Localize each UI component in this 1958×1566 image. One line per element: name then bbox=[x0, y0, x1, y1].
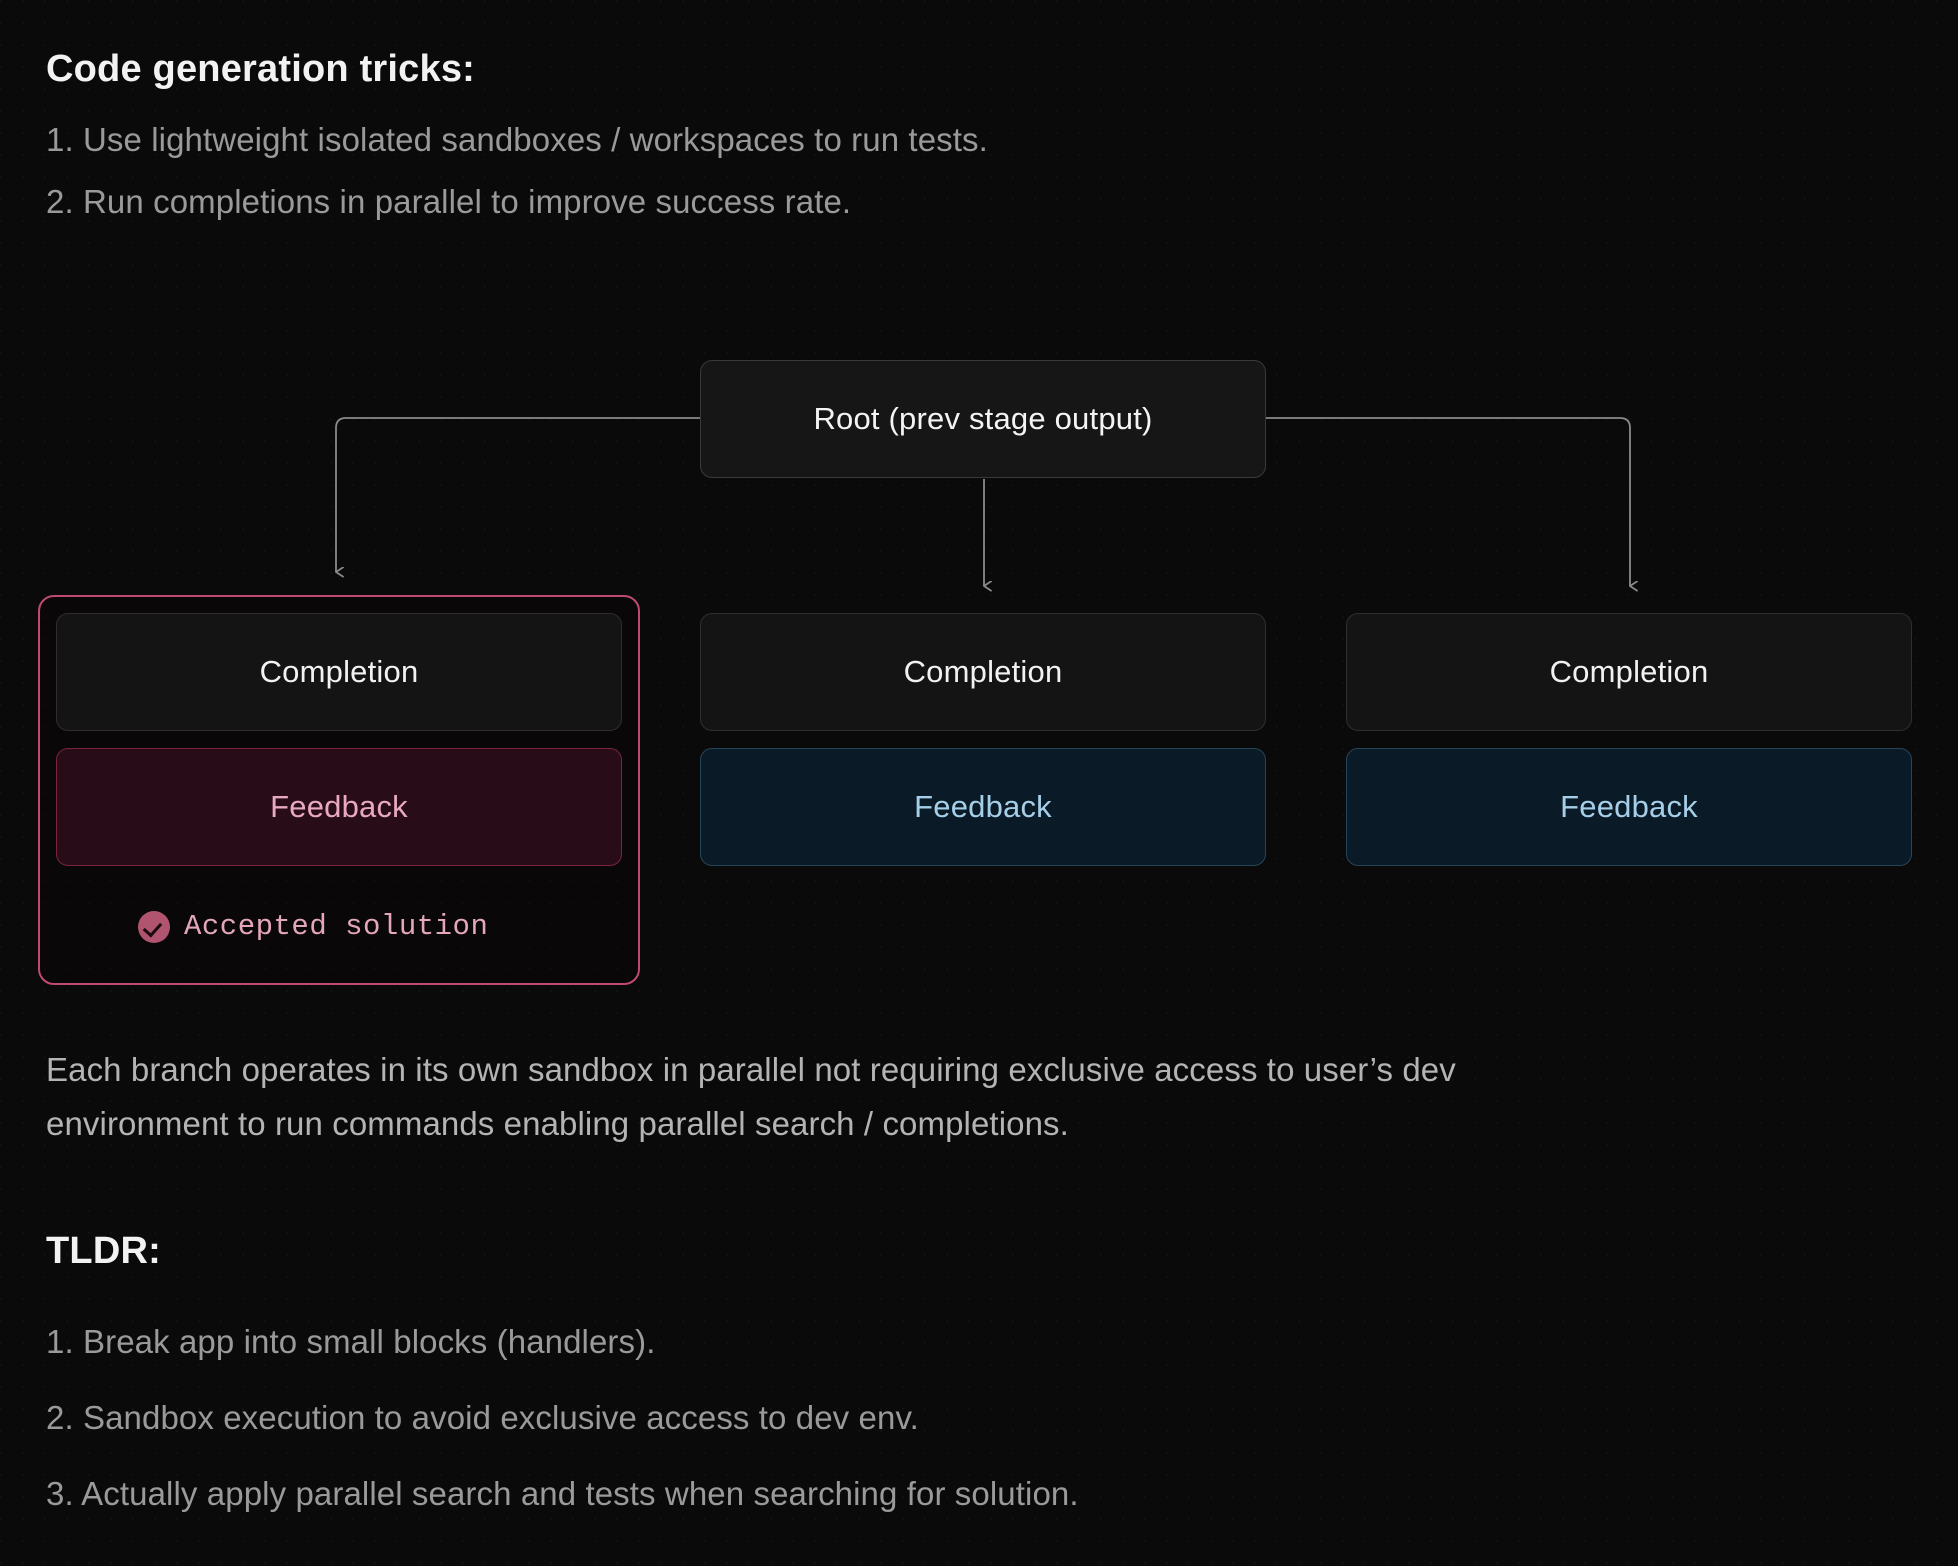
diagram-caption: Each branch operates in its own sandbox … bbox=[46, 1051, 1456, 1142]
tricks-item-2: 2. Run completions in parallel to improv… bbox=[46, 183, 852, 220]
branch-3-completion-label: Completion bbox=[1549, 654, 1709, 689]
tricks-item-1: 1. Use lightweight isolated sandboxes / … bbox=[46, 121, 988, 158]
tldr-item-2: 2. Sandbox execution to avoid exclusive … bbox=[46, 1399, 919, 1436]
branch-1-completion-label: Completion bbox=[259, 654, 419, 689]
node-root-label: Root (prev stage output) bbox=[813, 401, 1153, 436]
node-root[interactable]: Root (prev stage output) bbox=[700, 360, 1266, 478]
check-circle-icon bbox=[138, 910, 170, 943]
accepted-solution-label: Accepted solution bbox=[184, 910, 489, 943]
branch-2-feedback[interactable]: Feedback bbox=[700, 748, 1266, 866]
code-generation-tricks-heading: Code generation tricks: bbox=[46, 48, 476, 90]
tldr-heading: TLDR: bbox=[46, 1230, 161, 1272]
branch-2-completion-label: Completion bbox=[903, 654, 1063, 689]
branch-1-completion[interactable]: Completion bbox=[56, 613, 622, 731]
tldr-item-1: 1. Break app into small blocks (handlers… bbox=[46, 1323, 656, 1360]
branch-1-feedback-label: Feedback bbox=[270, 789, 408, 824]
branch-2-feedback-label: Feedback bbox=[914, 789, 1052, 824]
branch-2-completion[interactable]: Completion bbox=[700, 613, 1266, 731]
branch-1-accepted-status: Accepted solution bbox=[138, 910, 488, 943]
branch-3-completion[interactable]: Completion bbox=[1346, 613, 1912, 731]
branch-3-feedback-label: Feedback bbox=[1560, 789, 1698, 824]
connector-root-to-branch-3 bbox=[1266, 417, 1630, 586]
branch-1-feedback[interactable]: Feedback bbox=[56, 748, 622, 866]
branch-3-feedback[interactable]: Feedback bbox=[1346, 748, 1912, 866]
tldr-item-3: 3. Actually apply parallel search and te… bbox=[46, 1475, 1079, 1512]
connector-root-to-branch-1 bbox=[335, 417, 700, 572]
